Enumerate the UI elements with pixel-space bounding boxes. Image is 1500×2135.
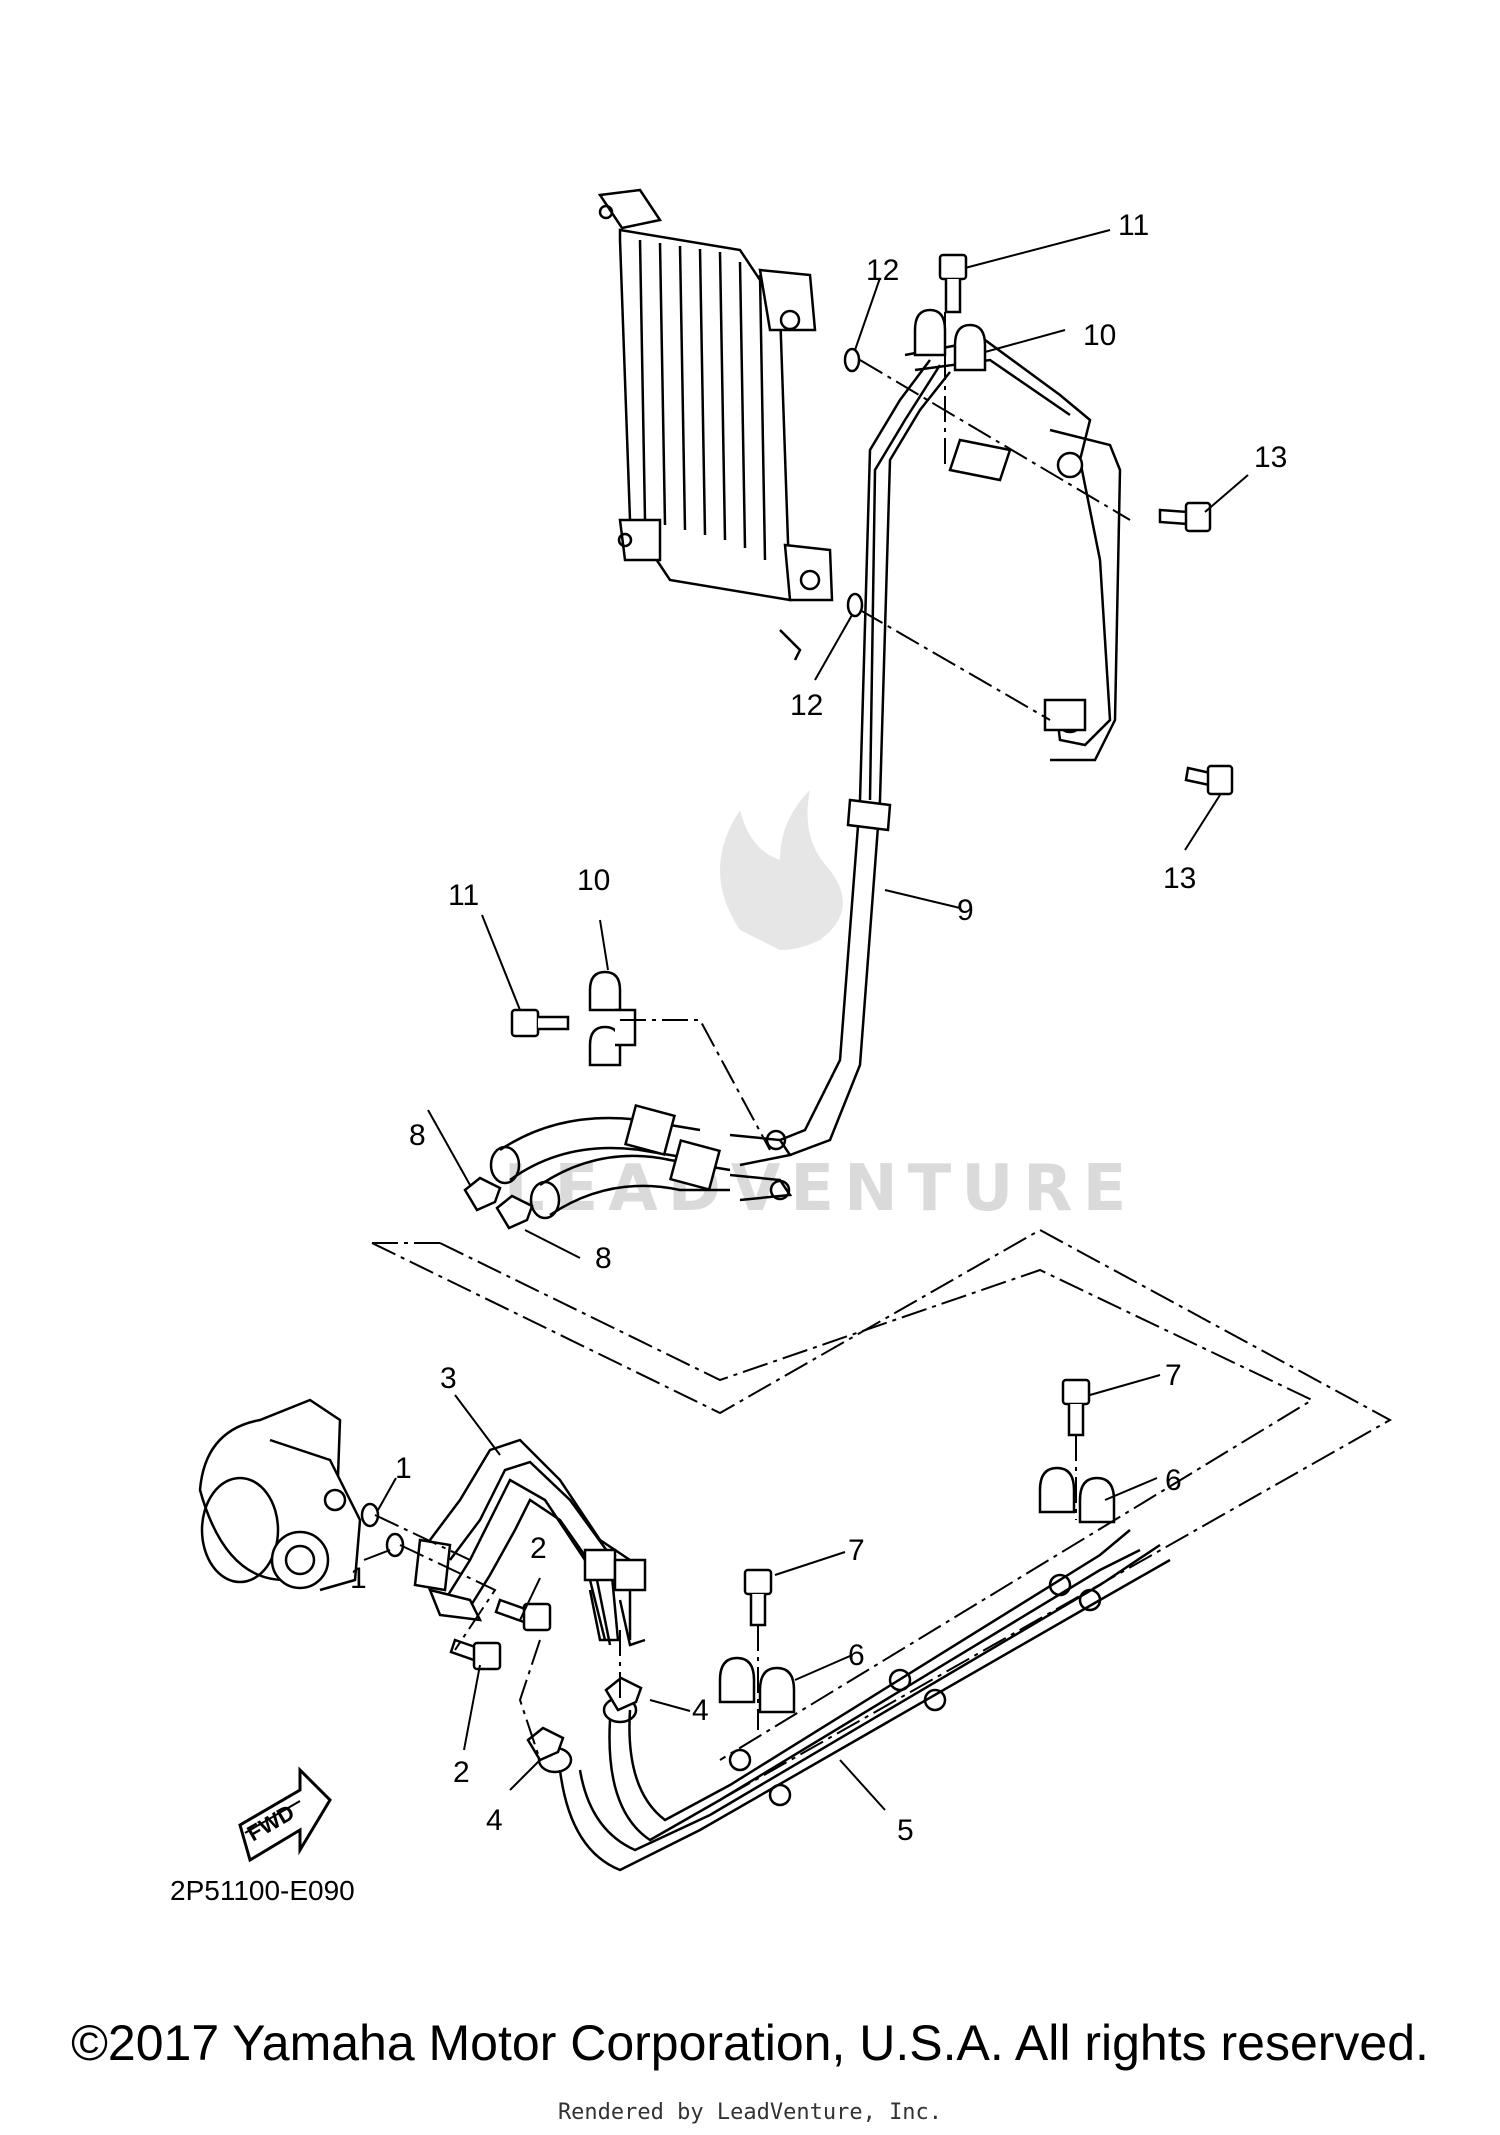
callout-8b: 8 [595,1242,612,1275]
callout-13b: 13 [1163,862,1196,895]
hose-clamps-4 [526,1676,643,1762]
assembly-reference-lines [371,312,1393,1801]
o-rings-1 [360,1502,405,1558]
callout-7b: 7 [848,1534,865,1567]
o-rings-12 [843,347,864,618]
callout-4a: 4 [692,1694,709,1727]
callout-2a: 2 [530,1532,547,1565]
upper-hoses [489,1103,793,1220]
copyright-notice: ©2017 Yamaha Motor Corporation, U.S.A. A… [71,2015,1429,2071]
callout-13a: 13 [1254,441,1287,474]
callout-5: 5 [897,1814,914,1847]
bolts-2 [449,1598,552,1671]
leadventure-watermark: LEADVENTURE [504,790,1137,1226]
bolts-13 [1158,501,1234,796]
lower-bolts-7 [743,1378,1091,1627]
mid-bracket [588,970,637,1067]
callout-12b: 12 [790,689,823,722]
rendered-by-credit: Rendered by LeadVenture, Inc. [557,2100,943,2125]
callout-4b: 4 [486,1804,503,1837]
leader-lines [363,229,1249,1811]
callout-9: 9 [957,894,974,927]
callout-11a: 11 [1118,209,1149,242]
mid-bolt-11 [510,1008,570,1038]
callout-3: 3 [440,1362,457,1395]
callout-1a: 1 [395,1452,412,1485]
forward-arrow-icon: FWD [238,1766,332,1863]
callout-8a: 8 [409,1119,426,1152]
callout-12a: 12 [866,254,899,287]
callout-2b: 2 [453,1756,470,1789]
upper-bracket [913,308,987,372]
callout-7a: 7 [1165,1359,1182,1392]
callout-6a: 6 [1165,1464,1182,1497]
callout-10b: 10 [577,864,610,897]
hose-clamp-upper [463,1176,534,1230]
callout-1b: 1 [350,1562,367,1595]
callout-10a: 10 [1083,319,1116,352]
engine-pipe-3 [413,1438,647,1647]
callout-11b: 11 [448,879,479,912]
upper-bolt-11 [938,253,968,314]
lower-pipe-5 [537,1529,1171,1872]
oil-cooler [597,188,834,661]
engine-mount-block [198,1398,362,1592]
callout-6b: 6 [848,1639,865,1672]
figure-code: 2P51100-E090 [170,1875,355,1906]
oil-cooler-pipe-assembly [779,338,1122,1157]
watermark-text: LEADVENTURE [504,1152,1137,1226]
callout-numbers: 1 1 2 2 3 4 4 5 6 6 7 7 8 8 9 10 10 11 1… [350,209,1287,1847]
lower-brackets-6 [718,1466,1116,1714]
